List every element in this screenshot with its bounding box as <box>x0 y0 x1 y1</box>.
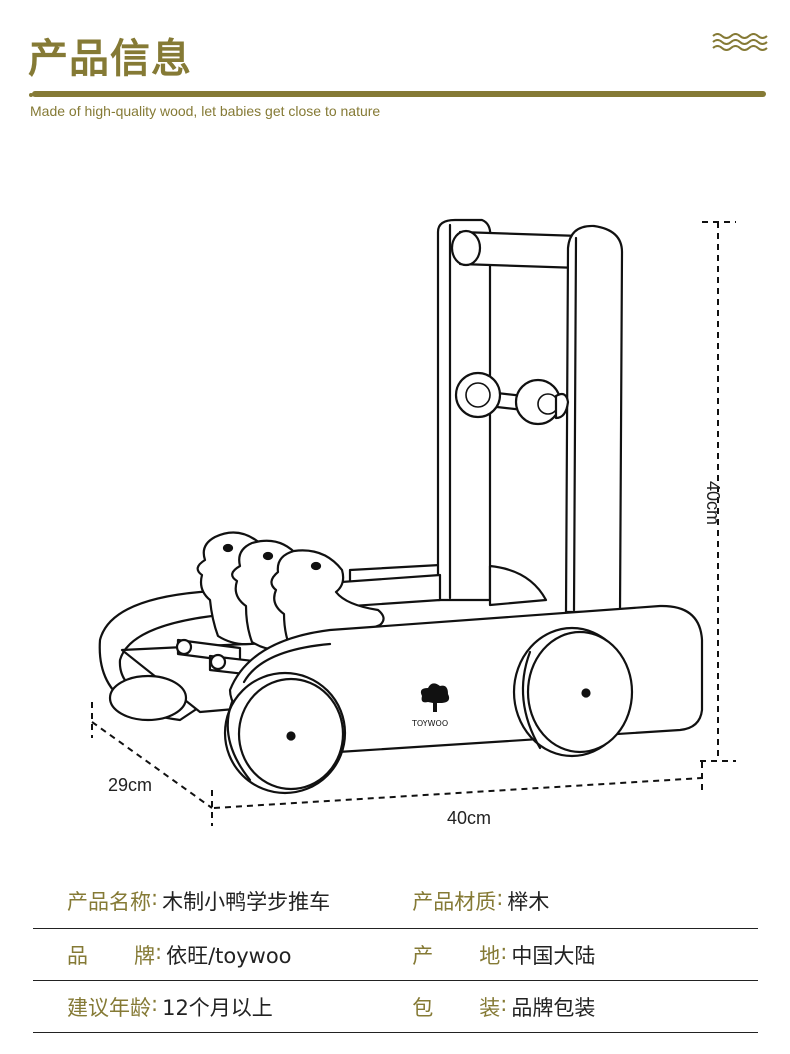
spec-packaging: 包装:品牌包装 <box>380 992 758 1022</box>
spec-brand: 品牌:依旺/toywoo <box>33 940 380 970</box>
spec-label: 建议年龄 <box>67 995 151 1020</box>
spec-colon: : <box>500 939 508 964</box>
spec-row-brand: 品牌:依旺/toywoo 产地:中国大陆 <box>33 929 758 981</box>
spec-product-name: 产品名称:木制小鸭学步推车 <box>33 886 380 916</box>
spec-colon: : <box>151 991 159 1016</box>
spec-label: 包装 <box>412 995 501 1020</box>
spec-row-name: 产品名称:木制小鸭学步推车 产品材质:榉木 <box>33 874 758 929</box>
svg-text:TOYWOO: TOYWOO <box>411 719 448 728</box>
spec-table: 产品名称:木制小鸭学步推车 产品材质:榉木 品牌:依旺/toywoo 产地:中国… <box>33 874 758 1033</box>
width-dimension-label: 40cm <box>447 808 492 828</box>
handle-post-right <box>564 224 624 614</box>
page-title: 产品信息 <box>28 36 192 82</box>
walker-illustration: TOYWOO <box>91 218 736 826</box>
spec-colon: : <box>496 886 504 910</box>
spec-age: 建议年龄:12个月以上 <box>33 992 380 1022</box>
page-subtitle: Made of high-quality wood, let babies ge… <box>30 103 381 119</box>
spec-colon: : <box>500 991 508 1016</box>
spec-colon: : <box>155 939 163 964</box>
wheel-back-left <box>108 674 188 722</box>
spec-colon: : <box>151 886 159 910</box>
spec-label: 产地 <box>412 943 501 968</box>
spec-label: 产品名称 <box>67 890 151 914</box>
depth-dimension-label: 29cm <box>108 775 153 795</box>
spec-value: 12个月以上 <box>162 995 273 1020</box>
duck-right <box>270 549 385 654</box>
spec-row-age: 建议年龄:12个月以上 包装:品牌包装 <box>33 981 758 1033</box>
spec-label: 产品材质 <box>412 890 497 914</box>
bead-left <box>454 371 502 419</box>
toywoo-logo-text: TOYWOO <box>411 719 448 728</box>
spec-value: 榉木 <box>507 890 550 914</box>
waves-icon <box>712 33 768 51</box>
toywoo-logo-icon <box>420 683 450 712</box>
title-rule-dot <box>29 93 33 97</box>
spec-label: 品牌 <box>67 943 155 968</box>
depth-dimension-line <box>91 721 213 809</box>
spec-origin: 产地:中国大陆 <box>380 940 758 970</box>
spec-value: 木制小鸭学步推车 <box>162 890 331 914</box>
spec-value: 依旺/toywoo <box>166 943 292 968</box>
height-dimension-label: 40cm <box>703 481 723 526</box>
title-rule <box>32 91 766 97</box>
spec-value: 品牌包装 <box>511 995 596 1020</box>
spec-material: 产品材质:榉木 <box>380 886 758 916</box>
width-dimension-line <box>213 777 703 809</box>
spec-value: 中国大陆 <box>511 943 596 968</box>
